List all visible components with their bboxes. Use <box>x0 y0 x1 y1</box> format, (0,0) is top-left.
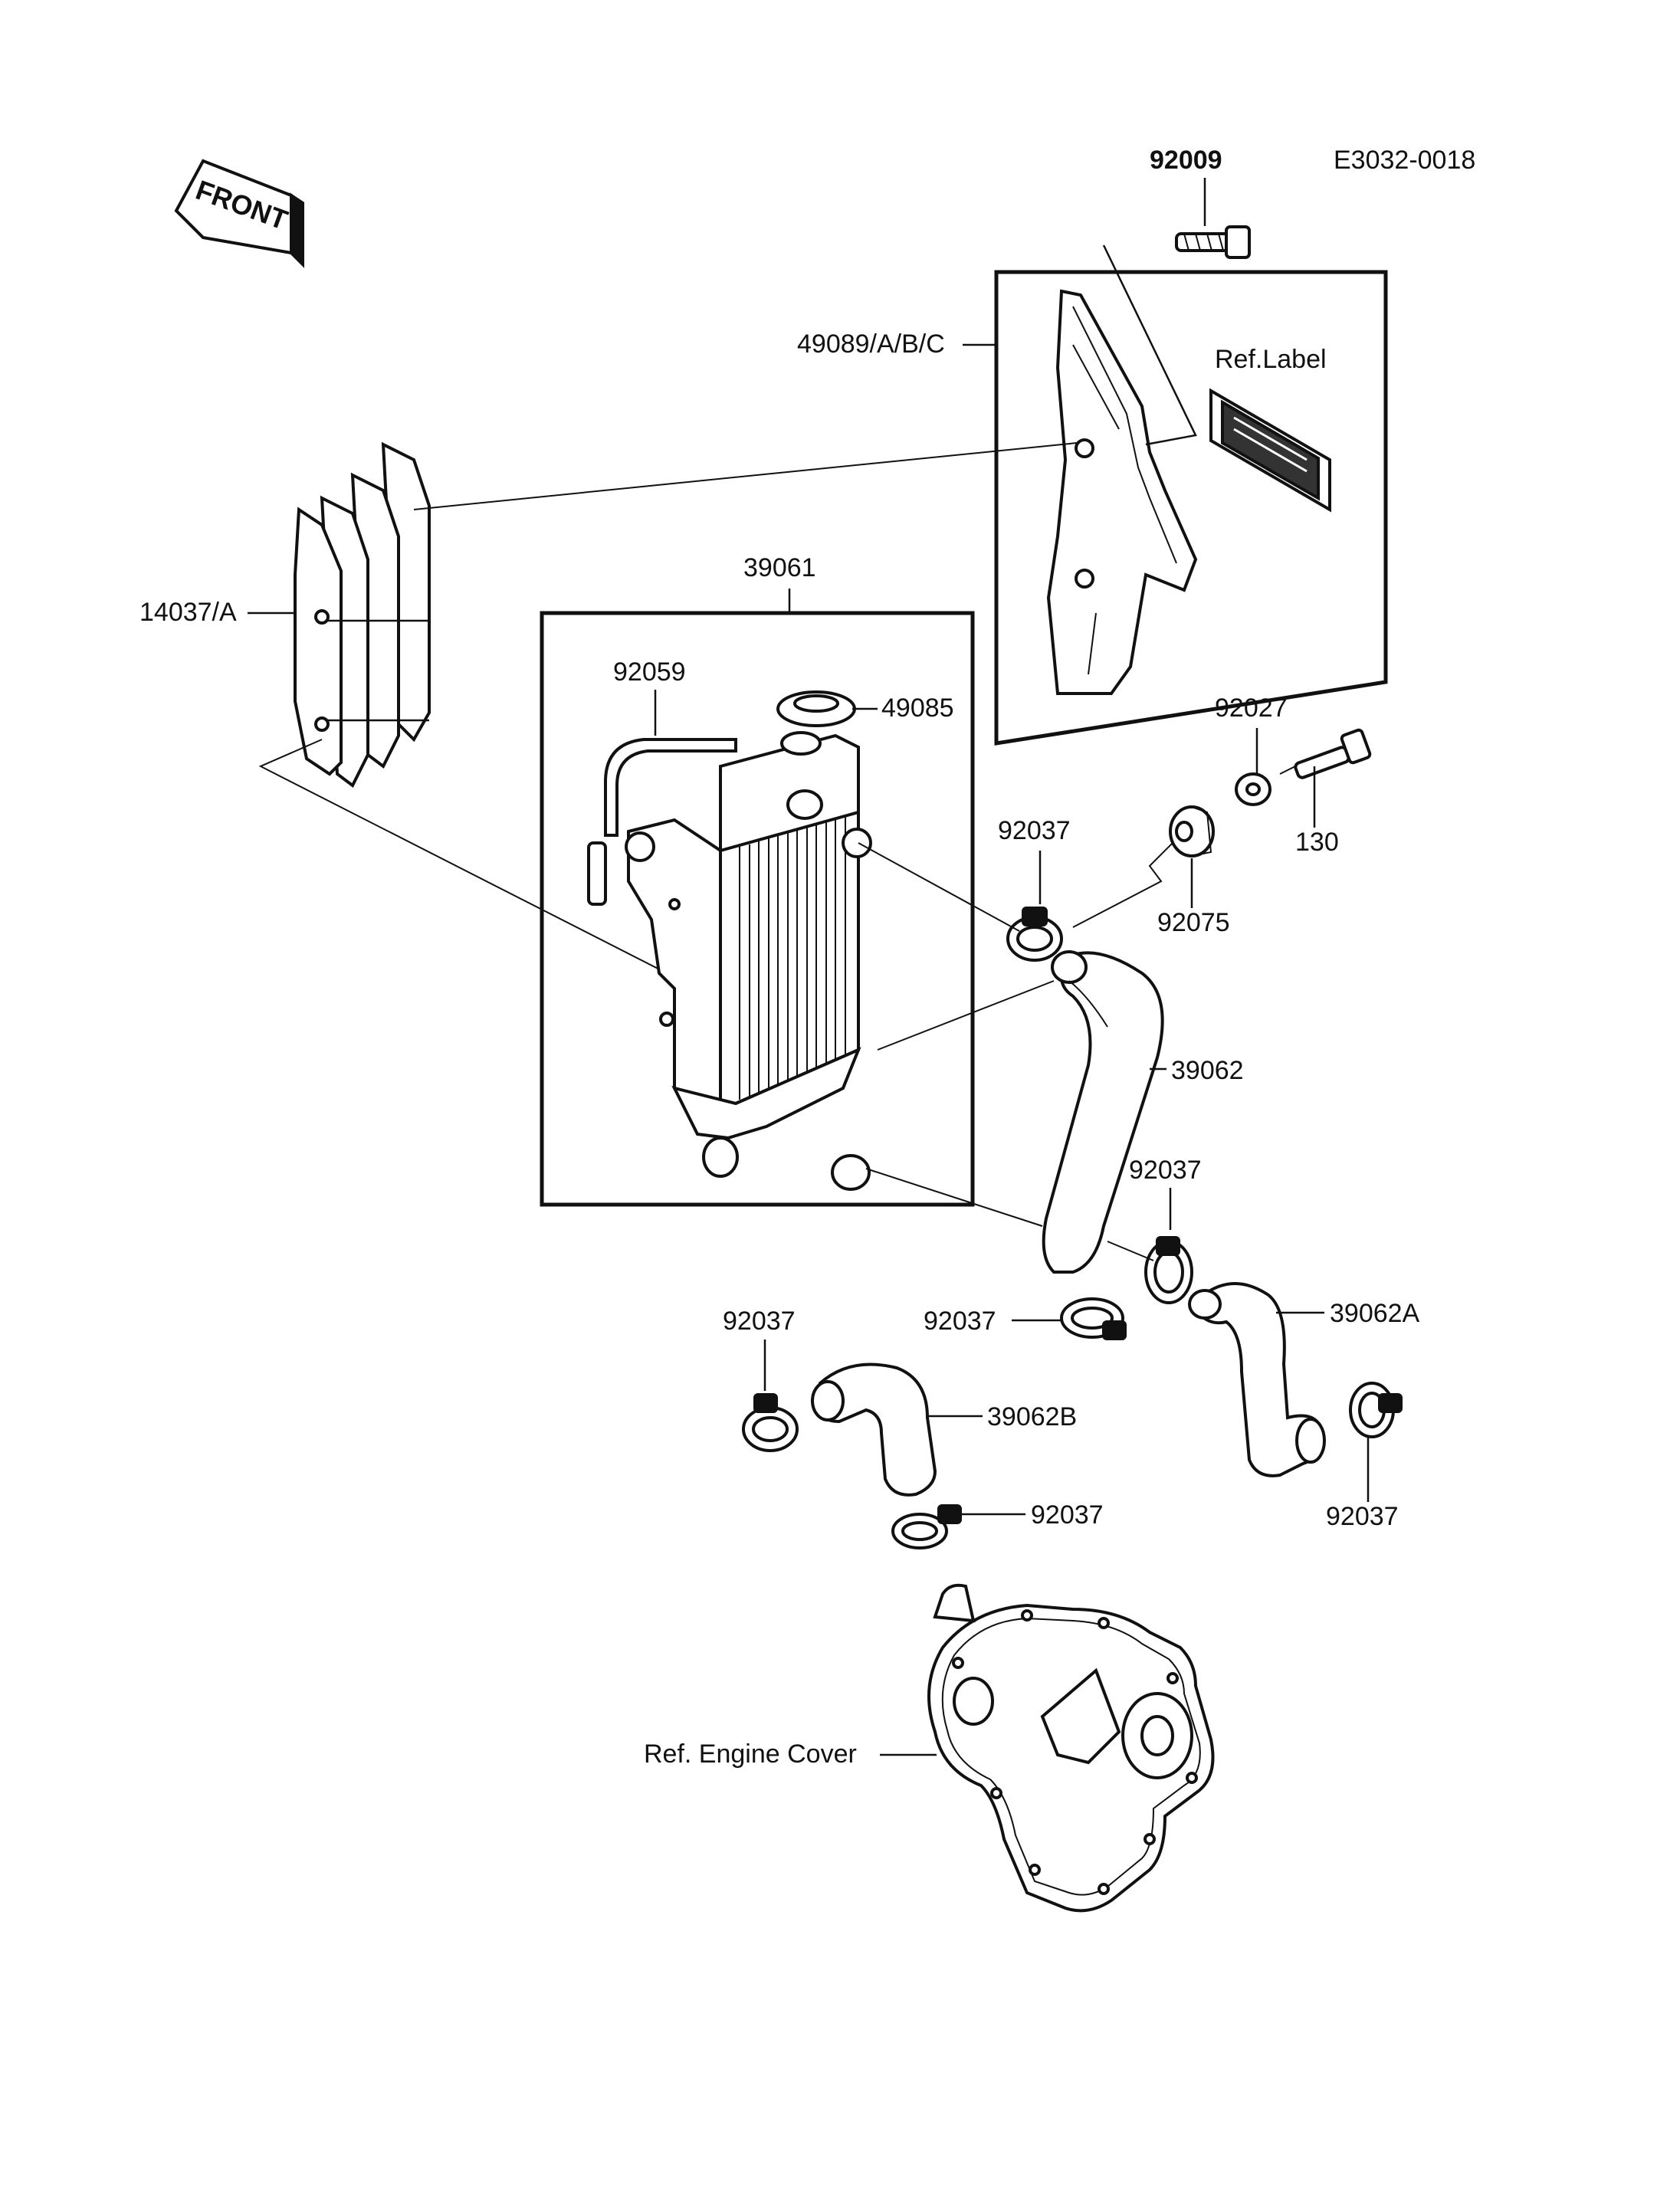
ref-label: Ref.Label <box>1215 345 1327 374</box>
label-92059: 92059 <box>613 657 686 687</box>
hose-39062a-icon <box>1188 1282 1326 1477</box>
shroud-icon <box>1046 289 1198 695</box>
engine-cover-icon <box>927 1583 1215 1913</box>
bolt-130-icon <box>1294 728 1372 779</box>
hose-39062b-icon <box>811 1362 937 1497</box>
label-130: 130 <box>1295 828 1339 857</box>
label-39062b: 39062B <box>987 1402 1077 1431</box>
grommet-92075-icon <box>1169 805 1215 857</box>
label-92037-upper: 92037 <box>998 816 1071 845</box>
hose-clamp-mid-icon <box>1144 1236 1193 1304</box>
hose-clamp-left-icon <box>742 1393 799 1452</box>
hose-clamp-center-icon <box>1060 1297 1127 1340</box>
label-14037: 14037/A <box>139 598 237 627</box>
label-engine-cover: Ref. Engine Cover <box>644 1740 857 1769</box>
label-92037-center: 92037 <box>924 1307 996 1336</box>
bolt-92009-icon <box>1175 225 1251 259</box>
hose-clamp-right-icon <box>1349 1382 1403 1438</box>
radiator-box <box>540 611 975 1207</box>
label-39062: 39062 <box>1171 1056 1244 1085</box>
radiator-guard-icon <box>294 441 431 789</box>
breather-hose-icon <box>587 738 737 906</box>
label-92009: 92009 <box>1150 146 1222 175</box>
radiator-cap-icon <box>776 690 856 727</box>
shroud-box <box>994 270 1388 746</box>
label-49085: 49085 <box>881 694 954 723</box>
label-39061: 39061 <box>743 553 816 582</box>
ref-label-decal-icon <box>1209 388 1331 513</box>
radiator-icon <box>625 731 872 1191</box>
label-92037-mid: 92037 <box>1129 1156 1202 1185</box>
hose-39062-icon <box>1042 950 1164 1274</box>
diagram-code: E3032-0018 <box>1334 146 1475 175</box>
label-92027: 92027 <box>1215 694 1288 723</box>
label-49089: 49089/A/B/C <box>797 330 945 359</box>
hose-clamp-bottom-icon <box>891 1504 962 1549</box>
label-92075: 92075 <box>1157 908 1230 937</box>
front-arrow-icon: FRONT <box>174 159 304 268</box>
label-39062a: 39062A <box>1330 1299 1420 1328</box>
collar-92027-icon <box>1235 772 1271 806</box>
label-92037-left: 92037 <box>723 1307 796 1336</box>
hose-clamp-upper-icon <box>1006 907 1063 962</box>
label-92037-right: 92037 <box>1326 1502 1399 1531</box>
label-92037-bottom: 92037 <box>1031 1500 1104 1530</box>
